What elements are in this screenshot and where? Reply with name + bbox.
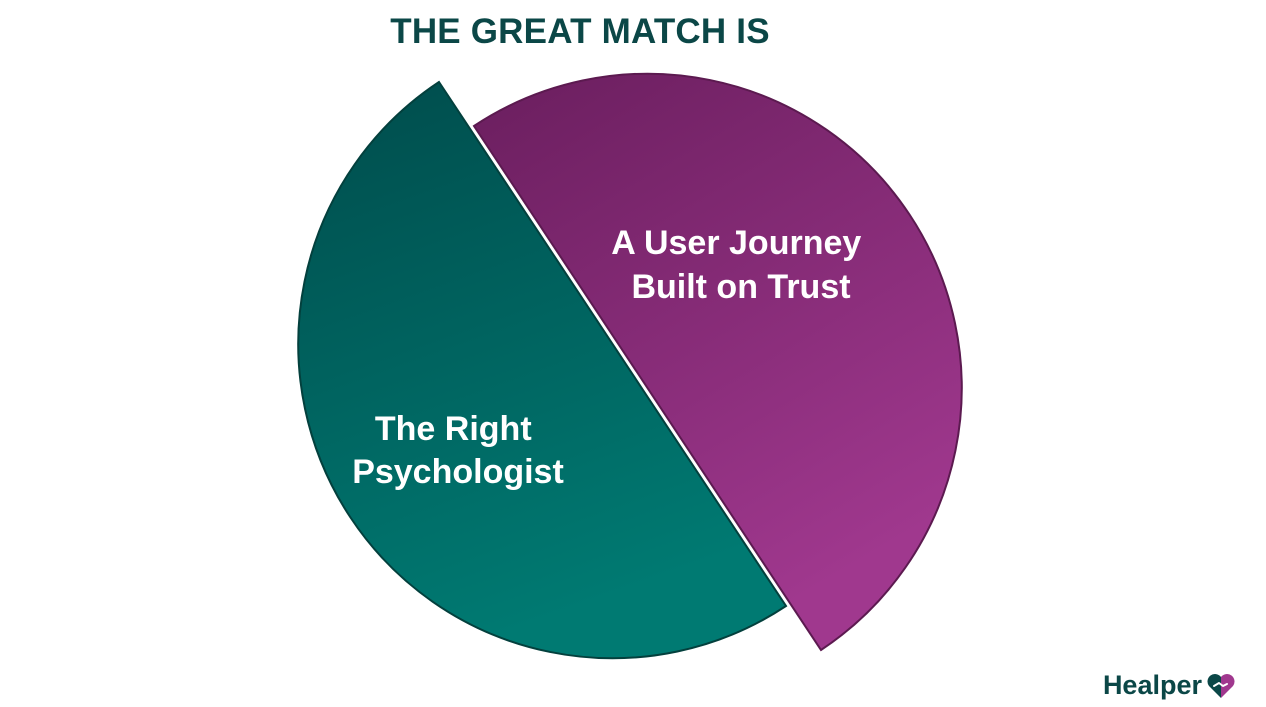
- label-user-journey: A User Journey Built on Trust: [611, 224, 871, 306]
- label-right-psychologist-line1: The Right: [375, 410, 532, 448]
- brand-logo: Healper: [1103, 670, 1236, 701]
- diagram-title: THE GREAT MATCH IS: [390, 12, 770, 51]
- label-right-psychologist: The Right Psychologist: [352, 410, 564, 491]
- label-user-journey-line2: Built on Trust: [631, 268, 850, 306]
- label-right-psychologist-line2: Psychologist: [352, 453, 564, 491]
- brand-name: Healper: [1102, 670, 1202, 700]
- label-user-journey-line1: A User Journey: [611, 224, 861, 262]
- segment-user-journey: [472, 72, 963, 652]
- segment-right-psychologist: [297, 80, 788, 660]
- heart-handshake-icon: [1207, 673, 1235, 698]
